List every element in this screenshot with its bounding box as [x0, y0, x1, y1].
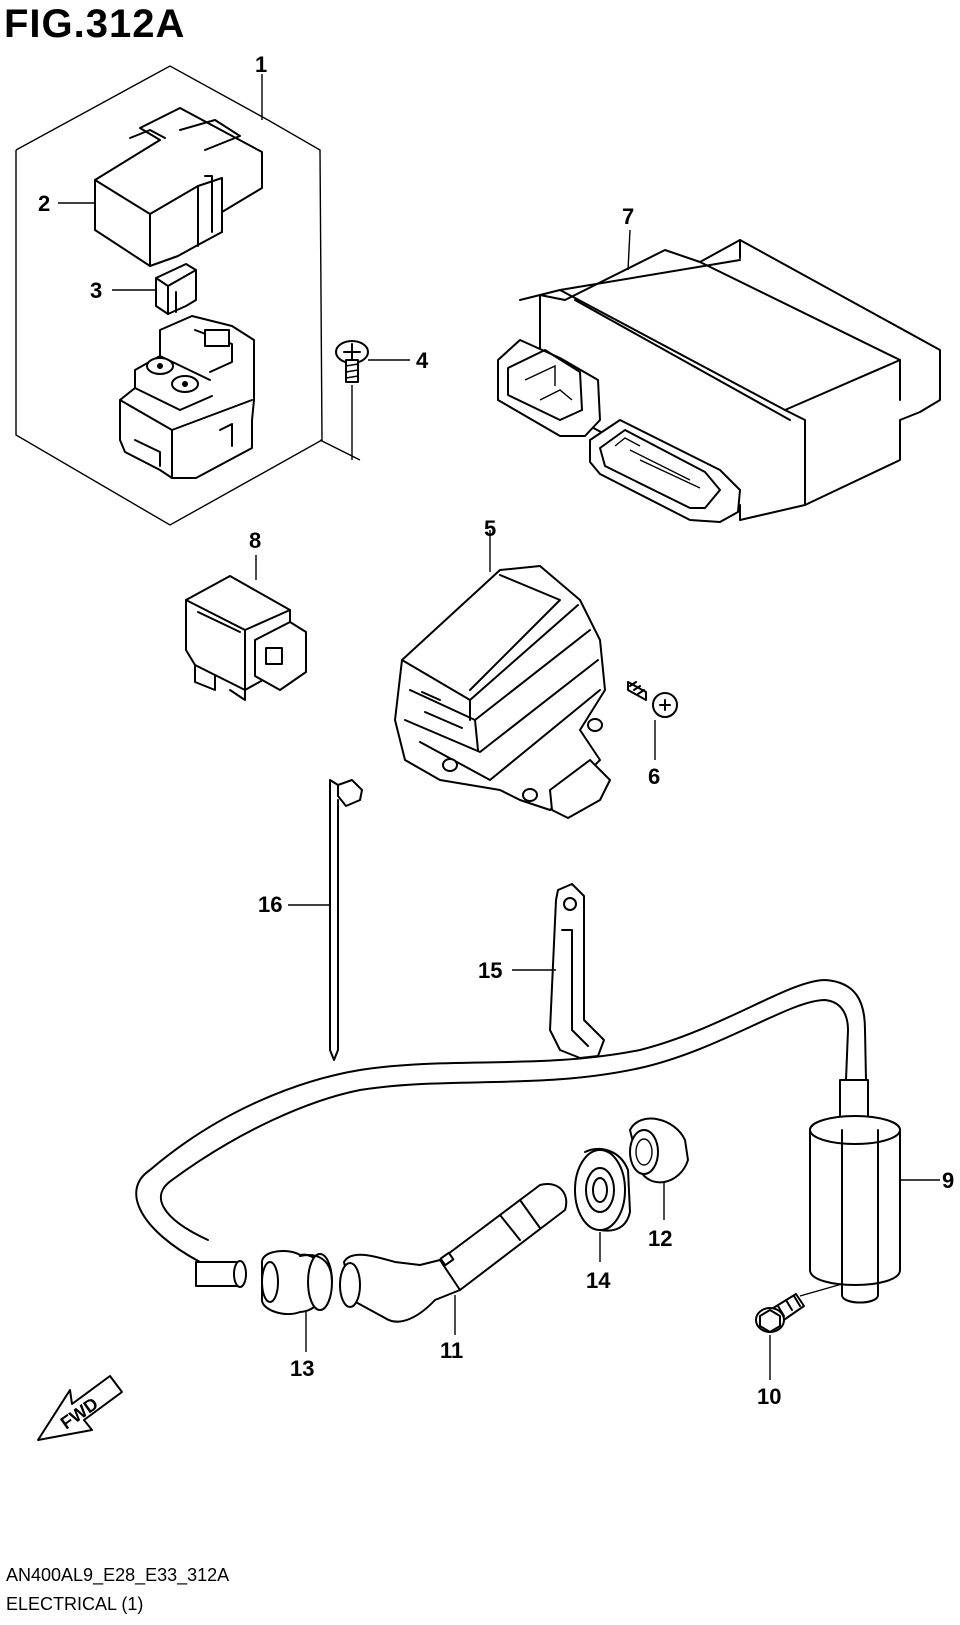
bolt-6[interactable]	[627, 681, 678, 760]
callout-11: 11	[440, 1338, 463, 1363]
clamp-15[interactable]	[512, 883, 605, 1059]
ecm-unit[interactable]	[497, 229, 941, 523]
bolt-10[interactable]	[755, 1283, 843, 1380]
callout-5: 5	[484, 516, 496, 541]
callout-4: 4	[416, 348, 429, 373]
callout-leaders	[58, 74, 410, 361]
connector-8[interactable]	[185, 555, 307, 701]
figure-title: FIG.312A	[4, 2, 186, 46]
starter-relay-assembly-box	[15, 65, 361, 526]
grommet-14[interactable]	[574, 1148, 631, 1262]
seal-13[interactable]	[195, 1249, 333, 1352]
fwd-arrow-icon: FWD	[37, 1375, 123, 1441]
relay-body	[119, 315, 255, 479]
callout-14: 14	[586, 1268, 611, 1293]
callout-2: 2	[38, 191, 50, 216]
callout-1: 1	[255, 52, 267, 77]
regulator-rectifier[interactable]	[394, 530, 611, 819]
callout-10: 10	[757, 1384, 781, 1409]
screw-4[interactable]	[335, 340, 369, 460]
callout-13: 13	[290, 1356, 314, 1381]
callout-12: 12	[648, 1226, 672, 1251]
plug-cap-11[interactable]	[339, 1183, 568, 1335]
callout-8: 8	[249, 528, 261, 553]
callout-7: 7	[622, 204, 634, 229]
cap-12[interactable]	[629, 1117, 689, 1220]
callout-15: 15	[478, 958, 502, 983]
relay-cover[interactable]	[94, 107, 263, 267]
cable-tie[interactable]	[288, 779, 363, 1061]
figure-name: ELECTRICAL (1)	[6, 1594, 144, 1614]
callout-3: 3	[90, 278, 102, 303]
callout-16: 16	[258, 892, 282, 917]
callout-9: 9	[942, 1168, 954, 1193]
figure-code: AN400AL9_E28_E33_312A	[6, 1565, 230, 1585]
callout-6: 6	[648, 764, 660, 789]
ignition-coil[interactable]	[135, 979, 940, 1304]
fuse[interactable]	[155, 263, 197, 315]
